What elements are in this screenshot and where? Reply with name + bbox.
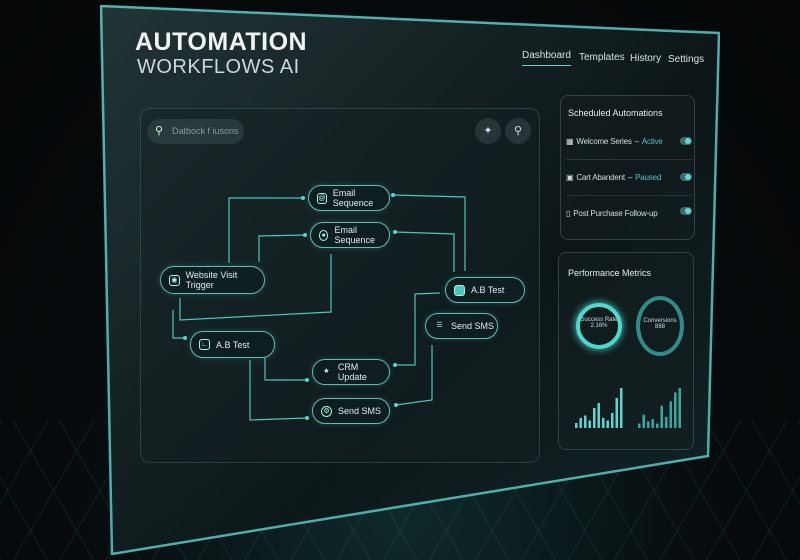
node-label: Email Sequence bbox=[334, 225, 376, 245]
connector bbox=[179, 254, 332, 321]
receipt-icon: ▯ bbox=[566, 209, 571, 218]
split-icon: ∟ bbox=[199, 339, 210, 350]
metric-bar bbox=[620, 388, 623, 428]
divider bbox=[566, 195, 692, 196]
metric-bar bbox=[588, 420, 591, 428]
gear-icon: ⚙ bbox=[321, 405, 332, 417]
metrics-title: Performance Metrics bbox=[568, 268, 652, 278]
metric-bar bbox=[606, 420, 609, 428]
nav-templates[interactable]: Templates bbox=[579, 52, 625, 63]
image-icon: ▣ bbox=[566, 173, 574, 182]
connector bbox=[228, 197, 303, 263]
metric-bar bbox=[660, 405, 663, 428]
scheduled-title: Scheduled Automations bbox=[568, 108, 663, 118]
sms-icon: ☰ bbox=[436, 321, 443, 329]
node-website-visit-trigger[interactable]: ◉ Website Visit Trigger bbox=[160, 266, 265, 294]
metric-bar bbox=[597, 403, 600, 428]
node-send-sms-bottom[interactable]: ⚙ Send SMS bbox=[312, 398, 390, 424]
metric-bar bbox=[651, 419, 654, 428]
connector bbox=[264, 358, 307, 381]
metric-bar bbox=[593, 408, 596, 428]
metric-bar bbox=[642, 414, 645, 428]
metric-bar bbox=[678, 388, 681, 428]
search-input[interactable]: ⚲ Datbock f iusons bbox=[147, 119, 244, 144]
metric-bar bbox=[584, 415, 587, 428]
item-sep: – bbox=[627, 173, 633, 182]
connector bbox=[395, 345, 433, 406]
search-icon: ⚲ bbox=[513, 125, 523, 137]
globe-icon: ◉ bbox=[169, 274, 180, 286]
metric-bar bbox=[579, 418, 582, 428]
sparkle-icon: ✦ bbox=[483, 125, 493, 137]
connector bbox=[395, 292, 441, 366]
metric-bar bbox=[656, 423, 659, 428]
metric-bar bbox=[647, 421, 650, 428]
nav-history[interactable]: History bbox=[630, 53, 662, 64]
toggle-cart-abandent[interactable] bbox=[680, 173, 692, 181]
schedule-item[interactable]: ▦Welcome Series–Active bbox=[566, 137, 663, 146]
nav-dashboard[interactable]: Dashboard bbox=[522, 50, 571, 66]
metric-bar bbox=[615, 398, 618, 428]
schedule-item[interactable]: ▣Cart Abandent–Paused bbox=[566, 173, 661, 182]
node-label: Website Visit Trigger bbox=[185, 270, 238, 290]
metric-bar bbox=[674, 392, 677, 428]
node-crm-update[interactable]: ★ CRM Update bbox=[312, 359, 390, 385]
search-icon: ⚲ bbox=[155, 125, 164, 137]
scheduled-automations-card bbox=[560, 95, 695, 240]
brand-subtitle: WORKFLOWS AI bbox=[137, 56, 300, 78]
search-placeholder: Datbock f iusons bbox=[172, 126, 239, 136]
connector bbox=[258, 234, 306, 262]
gauge-value: 2.16% bbox=[590, 323, 608, 329]
status-badge: Active bbox=[641, 137, 663, 146]
email-icon: @ bbox=[317, 192, 327, 204]
crm-icon: ★ bbox=[323, 367, 330, 375]
gauge-value: 888 bbox=[654, 324, 665, 330]
sparkle-button[interactable]: ✦ bbox=[475, 118, 501, 144]
connector bbox=[249, 360, 308, 421]
node-label: Send SMS bbox=[338, 406, 382, 416]
item-sep: – bbox=[634, 137, 639, 146]
node-email-sequence-2[interactable]: ● Email Sequence bbox=[310, 222, 390, 248]
node-email-sequence-1[interactable]: @ Email Sequence bbox=[308, 185, 390, 211]
item-name: Post Purchase Follow-up bbox=[573, 209, 658, 218]
schedule-item[interactable]: ▯Post Purchase Follow-up bbox=[566, 209, 658, 218]
divider bbox=[566, 159, 692, 160]
brand-title: AUTOMATION bbox=[135, 28, 308, 56]
node-label: Send SMS bbox=[451, 321, 495, 331]
document-icon: ▦ bbox=[566, 137, 574, 146]
metrics-bar-charts bbox=[575, 388, 681, 428]
metric-bar bbox=[602, 418, 605, 428]
toggle-post-purchase[interactable] bbox=[680, 207, 692, 215]
node-ab-test-right[interactable]: A.B Test bbox=[445, 277, 525, 303]
connector bbox=[392, 194, 466, 271]
metric-bar bbox=[665, 416, 668, 428]
zoom-search-button[interactable]: ⚲ bbox=[505, 118, 531, 144]
node-label: A.B Test bbox=[471, 285, 505, 295]
node-label: A.B Test bbox=[216, 339, 250, 350]
status-badge: Paused bbox=[635, 173, 662, 182]
node-send-sms-right[interactable]: ☰ Send SMS bbox=[425, 313, 498, 339]
gauge-label: Conversions bbox=[643, 318, 677, 324]
metric-bar bbox=[669, 401, 672, 428]
nav-settings[interactable]: Settings bbox=[668, 54, 705, 65]
user-icon: ● bbox=[319, 229, 329, 241]
item-name: Welcome Series bbox=[576, 137, 632, 146]
item-name: Cart Abandent bbox=[576, 173, 625, 182]
node-ab-test-left[interactable]: ∟ A.B Test bbox=[190, 331, 275, 358]
metric-bar bbox=[611, 413, 614, 428]
test-icon bbox=[454, 284, 465, 296]
gauge-label: Success Rate bbox=[580, 317, 618, 323]
node-label: Email Sequence bbox=[332, 188, 374, 208]
toggle-welcome-series[interactable] bbox=[680, 137, 692, 145]
node-label: CRM Update bbox=[337, 362, 367, 382]
metric-bar bbox=[575, 423, 578, 428]
connector bbox=[172, 310, 185, 339]
connector bbox=[394, 231, 455, 272]
metric-bar bbox=[638, 423, 641, 428]
